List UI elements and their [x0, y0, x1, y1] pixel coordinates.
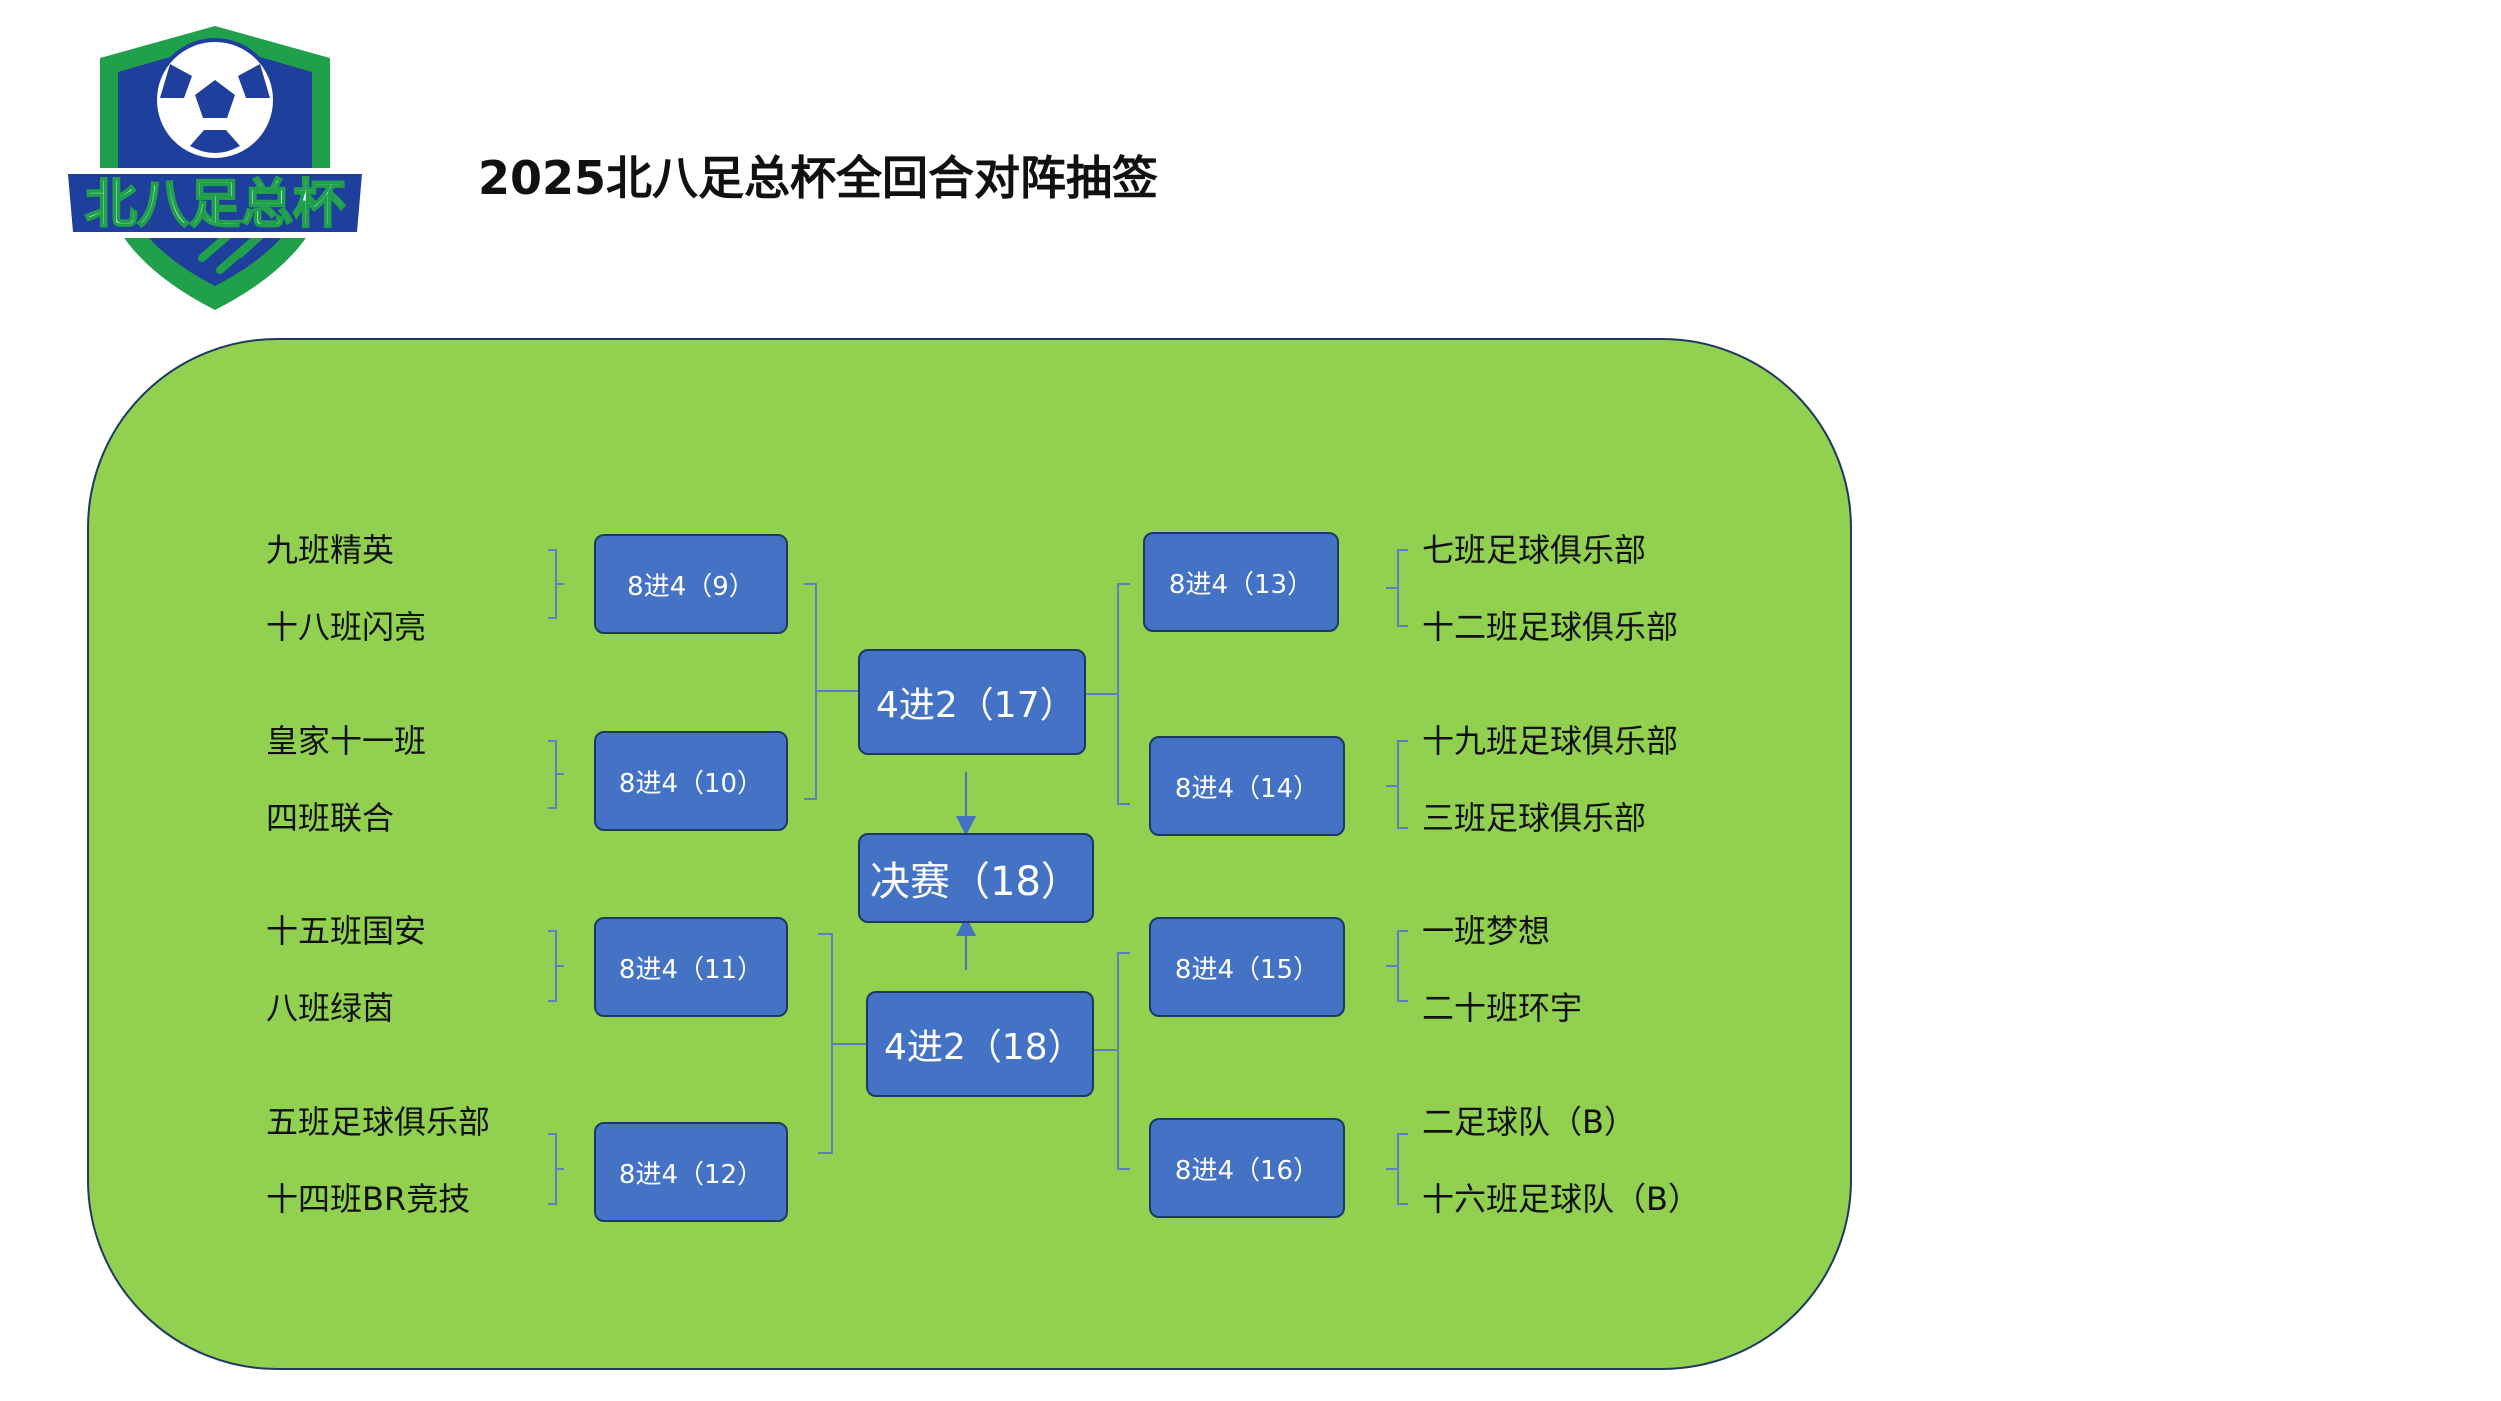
team-left-7: 五班足球俱乐部 — [266, 1103, 491, 1141]
match-box-12: 8进4（12） — [594, 1122, 788, 1222]
soccer-ball-icon — [153, 38, 277, 162]
team-right-3: 十九班足球俱乐部 — [1422, 722, 1679, 760]
team-left-3: 皇家十一班 — [266, 722, 427, 760]
match-box-10: 8进4（10） — [594, 731, 788, 831]
tournament-logo: 北八足总杯 — [60, 26, 370, 310]
match-box-16: 8进4（16） — [1149, 1118, 1345, 1218]
team-right-7: 二足球队（B） — [1422, 1103, 1636, 1141]
team-left-6: 八班绿茵 — [266, 989, 395, 1027]
page-title: 2025北八足总杯全回合对阵抽签 — [478, 151, 1159, 205]
team-left-2: 十八班闪亮 — [266, 608, 427, 646]
match-box-9: 8进4（9） — [594, 534, 788, 634]
team-right-6: 二十班环宇 — [1422, 989, 1583, 1027]
final-box: 决赛（18） — [858, 833, 1094, 923]
team-left-5: 十五班国安 — [266, 912, 427, 950]
team-right-4: 三班足球俱乐部 — [1422, 799, 1647, 837]
semifinal-box-18: 4进2（18） — [866, 991, 1094, 1097]
team-right-1: 七班足球俱乐部 — [1422, 531, 1647, 569]
match-box-14: 8进4（14） — [1149, 736, 1345, 836]
logo-text: 北八足总杯 — [85, 175, 345, 235]
team-left-1: 九班精英 — [266, 531, 395, 569]
match-box-13: 8进4（13） — [1143, 532, 1339, 632]
match-box-15: 8进4（15） — [1149, 917, 1345, 1017]
team-right-2: 十二班足球俱乐部 — [1422, 608, 1679, 646]
team-left-8: 十四班BR竞技 — [266, 1180, 471, 1218]
team-left-4: 四班联合 — [266, 799, 395, 837]
team-right-5: 一班梦想 — [1422, 912, 1551, 950]
team-right-8: 十六班足球队（B） — [1422, 1180, 1700, 1218]
match-box-11: 8进4（11） — [594, 917, 788, 1017]
semifinal-box-17: 4进2（17） — [858, 649, 1086, 755]
